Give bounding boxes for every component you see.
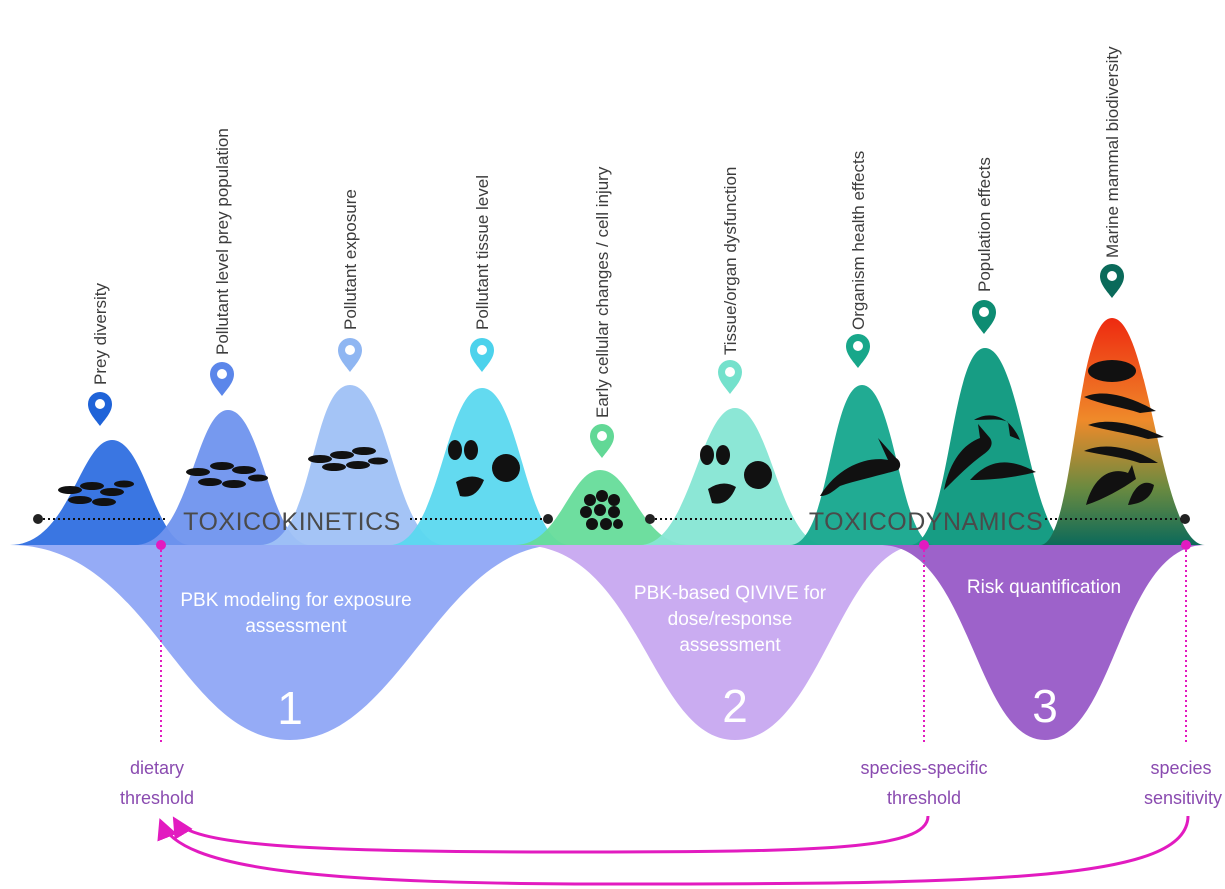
peak-population-effects [910,348,1072,545]
peak-pollutant-level-prey [135,410,310,545]
organs-icon [448,440,520,497]
node-dot [645,514,655,524]
stage-3-number: 3 [1032,680,1058,732]
note-species-specific-line-1: species-specific [860,758,987,778]
peak-label: Organism health effects [849,151,868,330]
peak-label: Pollutant level prey population [213,128,232,355]
stage-curves: PBK modeling for exposure assessment 1 P… [10,545,1205,740]
note-species-sensitivity-line-1: species [1150,758,1211,778]
threshold-drops [156,540,1191,742]
stage-2-text-line-3: assessment [679,635,781,656]
peak-label: Tissue/organ dysfunction [721,167,740,355]
feedback-arrow-species-sensitivity [157,815,1190,886]
stage-1-text-line-2: assessment [245,616,347,637]
stage-1-number: 1 [277,682,303,734]
feedback-arrow-species-specific [172,815,930,854]
stage-2-curve [520,545,920,740]
location-pin-icon [1100,264,1124,298]
location-pin-icon [470,338,494,372]
location-pin-icon [210,362,234,396]
pins [88,264,1124,458]
fish-school-icon [186,462,268,488]
peak-label: Population effects [975,157,994,292]
peak-label: Early cellular changes / cell injury [593,166,612,418]
stage-3-text: Risk quantification [967,577,1121,598]
peak-label: Prey diversity [91,282,110,385]
peak-labels: Prey diversity Pollutant level prey popul… [91,46,1122,418]
threshold-dot [919,540,929,550]
stage-1-curve [10,545,560,740]
toxicokinetics-label: TOXICOKINETICS [183,508,401,536]
location-pin-icon [338,338,362,372]
node-dot [543,514,553,524]
node-dot [1180,514,1190,524]
threshold-dot [1181,540,1191,550]
peak-label: Pollutant exposure [341,189,360,330]
note-species-specific-line-2: threshold [887,788,961,808]
fish-school-icon [58,480,134,506]
cells-icon [580,490,623,530]
peak-label: Marine mammal biodiversity [1103,46,1122,258]
orcas-icon [944,415,1036,490]
note-dietary-line-2: threshold [120,788,194,808]
peak-label: Pollutant tissue level [473,175,492,330]
location-pin-icon [88,392,112,426]
stage-1-text-line-1: PBK modeling for exposure [180,590,411,611]
location-pin-icon [590,424,614,458]
stage-2-text-line-2: dose/response [668,609,793,630]
threshold-dot [156,540,166,550]
peak-tissue-organ-dysfunction [640,408,825,545]
location-pin-icon [718,360,742,394]
orca-icon [820,438,901,496]
note-dietary-line-1: dietary [130,758,184,778]
organs-icon [700,445,772,504]
toxicodynamics-label: TOXICODYNAMICS [809,508,1043,536]
dotted-connectors [33,514,1190,524]
peak-pollutant-tissue-level [390,388,570,545]
stage-2-number: 2 [722,680,748,732]
peak-curves [10,318,1205,545]
stage-3-curve [880,545,1205,740]
stage-2-text-line-1: PBK-based QIVIVE for [634,583,827,604]
fish-school-icon [308,447,388,471]
node-dot [33,514,43,524]
note-species-sensitivity-line-2: sensitivity [1144,788,1222,808]
peak-prey-diversity [10,440,190,545]
location-pin-icon [972,300,996,334]
location-pin-icon [846,334,870,368]
marine-mammals-icon [1084,360,1164,505]
